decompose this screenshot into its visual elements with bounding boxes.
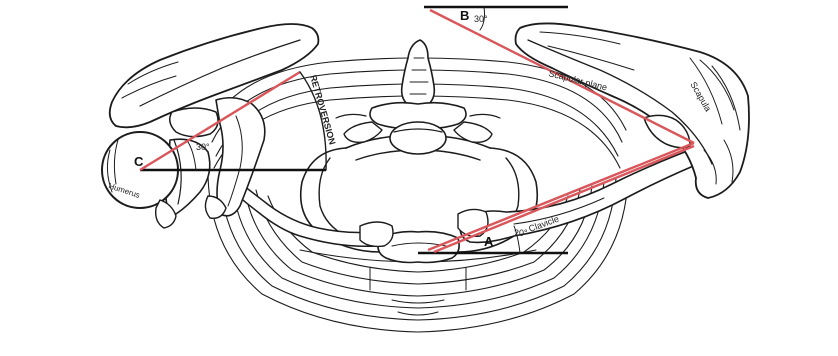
angle-a-letter: A <box>484 234 494 249</box>
angle-b-value: 30° <box>474 14 488 24</box>
angle-a-value: 20° <box>514 228 528 238</box>
humeral-head <box>102 132 210 228</box>
vertebra <box>336 40 500 154</box>
clavicle-axis-line-2 <box>434 146 694 252</box>
retroversion-label: RETROVERSION <box>308 74 337 146</box>
angle-c-value: 30° <box>196 142 210 152</box>
angle-b-letter: B <box>460 8 469 23</box>
angle-c-letter: C <box>134 154 144 169</box>
